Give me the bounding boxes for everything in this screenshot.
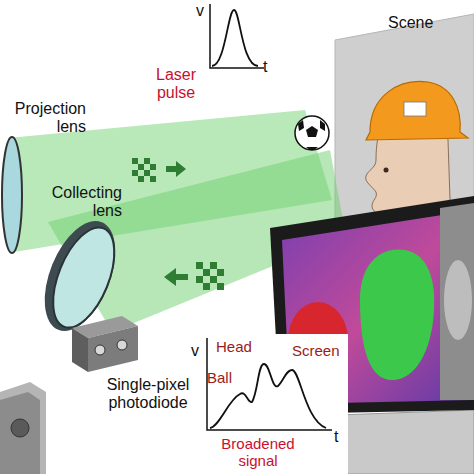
label: Head (216, 339, 252, 356)
label: v (191, 342, 199, 360)
pattern-arrow-back (164, 262, 224, 290)
eye (384, 168, 389, 173)
label: v (196, 2, 204, 20)
label: Projection lens (2, 100, 86, 136)
projection-lens (2, 137, 22, 253)
soccer-ball (295, 116, 329, 150)
helmet-badge (404, 102, 426, 116)
plot-ground (196, 334, 348, 474)
hard-hat (366, 81, 468, 140)
photodiode-body (72, 316, 138, 372)
label: Scene (388, 14, 433, 32)
label: Single-pixel photodiode (92, 376, 204, 412)
laser-device (0, 382, 46, 474)
laser-pulse-plot (210, 4, 264, 68)
label: Broadened signal (206, 436, 310, 470)
label: Collecting lens (36, 184, 122, 220)
label: t (334, 428, 338, 446)
label: t (263, 58, 267, 76)
label: Screen (292, 343, 340, 360)
label: Laser pulse (146, 66, 206, 102)
pattern-arrow-out (132, 158, 186, 182)
label: Ball (207, 370, 232, 387)
